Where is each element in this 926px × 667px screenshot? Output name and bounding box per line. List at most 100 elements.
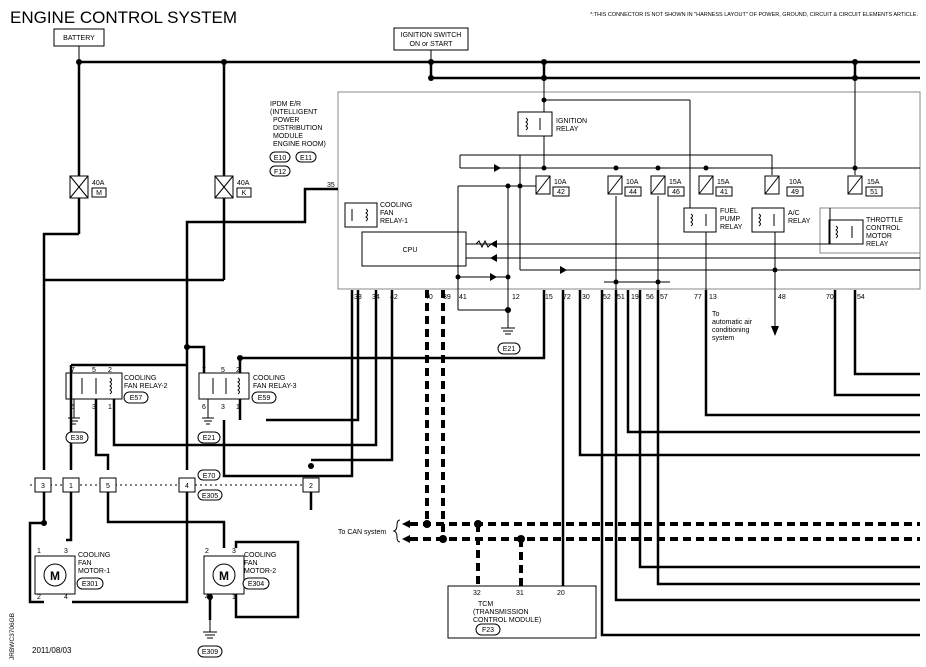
relay2-pin-3: 3 bbox=[92, 404, 96, 411]
diagram-title: ENGINE CONTROL SYSTEM bbox=[10, 8, 237, 27]
fuse-42: 10A 42 bbox=[535, 175, 570, 197]
ipdm-pin-48: 48 bbox=[778, 294, 786, 301]
relay3-pin-2: 2 bbox=[236, 367, 240, 374]
fuse-49-num: 49 bbox=[791, 189, 799, 196]
ipdm-pin-39: 39 bbox=[443, 294, 451, 301]
ground-e21-relay3: E21 bbox=[203, 435, 216, 442]
ipdm-label-1: IPDM E/R bbox=[270, 101, 301, 108]
ground-e38: E38 bbox=[71, 435, 84, 442]
ipdm-label-4: DISTRIBUTION bbox=[273, 125, 322, 132]
tcm-label-1: TCM bbox=[478, 601, 493, 608]
output-harness-lines bbox=[240, 290, 920, 637]
fuse-44-num: 44 bbox=[629, 189, 637, 196]
ipdm-pin-15: 15 bbox=[545, 294, 553, 301]
relay2-label-1: COOLING bbox=[124, 375, 156, 382]
ground-e21-ipdm: E21 bbox=[503, 346, 516, 353]
fuse-49-amp: 10A bbox=[789, 179, 802, 186]
relay3-label-2: FAN RELAY-3 bbox=[253, 383, 297, 390]
ignition-relay-label-1: IGNITION bbox=[556, 118, 587, 125]
ipdm-pin-row: 38 34 42 40 39 41 12 15 72 30 52 51 19 5… bbox=[354, 294, 865, 301]
fuse-51: 15A 51 bbox=[847, 175, 883, 197]
ignition-relay bbox=[517, 111, 553, 137]
fuse-k-amp: 40A bbox=[237, 180, 250, 187]
joint-pin-5: 5 bbox=[106, 483, 110, 490]
fuse-41-amp: 15A bbox=[717, 179, 730, 186]
joint-connector-row: 3 1 5 4 2 bbox=[34, 477, 320, 493]
fuse-44: 10A 44 bbox=[607, 175, 642, 197]
ipdm-pin-35: 35 bbox=[327, 182, 335, 189]
ipdm-pin-56: 56 bbox=[646, 294, 654, 301]
fuel-pump-relay-label-2: PUMP bbox=[720, 216, 741, 223]
motor2-pin-2: 2 bbox=[205, 548, 209, 555]
cooling-fan-relay1-label-2: FAN bbox=[380, 210, 394, 217]
fuse-k-num: K bbox=[242, 190, 247, 197]
fuse-42-amp: 10A bbox=[554, 179, 567, 186]
ipdm-pin-41: 41 bbox=[459, 294, 467, 301]
relay2-conn: E57 bbox=[130, 395, 143, 402]
battery-label: BATTERY bbox=[63, 35, 95, 42]
ipdm-conn-e10: E10 bbox=[274, 155, 287, 162]
cooling-fan-relay1-label-1: COOLING bbox=[380, 202, 412, 209]
motor1-label-3: MOTOR-1 bbox=[78, 568, 110, 575]
cooling-fan-relay-1 bbox=[344, 202, 378, 228]
motor2-symbol: M bbox=[219, 569, 229, 583]
ipdm-pin-13: 13 bbox=[709, 294, 717, 301]
relay2-pin-1: 1 bbox=[108, 404, 112, 411]
ac-note-4: system bbox=[712, 335, 734, 342]
motor1-label-1: COOLING bbox=[78, 552, 110, 559]
ignition-switch-label-2: ON or START bbox=[410, 41, 454, 48]
tcm-label-3: CONTROL MODULE) bbox=[473, 617, 541, 624]
connector-e70: E70 bbox=[203, 473, 216, 480]
ipdm-conn-f12: F12 bbox=[274, 169, 286, 176]
article-note: *:THIS CONNECTOR IS NOT SHOWN IN "HARNES… bbox=[590, 12, 918, 18]
motor1-pin-1: 1 bbox=[37, 548, 41, 555]
throttle-relay-label-4: RELAY bbox=[866, 241, 889, 248]
ipdm-er-box bbox=[337, 91, 921, 290]
throttle-relay-label-3: MOTOR bbox=[866, 233, 892, 240]
fuse-m-num: M bbox=[96, 190, 102, 197]
ipdm-pin-54: 54 bbox=[857, 294, 865, 301]
ipdm-pin-72: 72 bbox=[563, 294, 571, 301]
relay3-label-1: COOLING bbox=[253, 375, 285, 382]
throttle-control-motor-relay bbox=[828, 219, 864, 245]
tcm-pin-31: 31 bbox=[516, 590, 524, 597]
motor1-pin-3: 3 bbox=[64, 548, 68, 555]
cooling-fan-relay1-label-3: RELAY-1 bbox=[380, 218, 408, 225]
motor2-label-1: COOLING bbox=[244, 552, 276, 559]
ipdm-conn-e11: E11 bbox=[300, 155, 312, 162]
joint-pin-4: 4 bbox=[185, 483, 189, 490]
ipdm-pin-42: 42 bbox=[390, 294, 398, 301]
relay2-pin-5: 5 bbox=[92, 367, 96, 374]
ac-note-1: To bbox=[712, 311, 720, 318]
ignition-switch-label-1: IGNITION SWITCH bbox=[401, 32, 462, 39]
can-label: To CAN system bbox=[338, 529, 386, 536]
motor1-label-2: FAN bbox=[78, 560, 92, 567]
ipdm-label-2: (INTELLIGENT bbox=[270, 109, 318, 116]
fuse-49: 10A 49 bbox=[764, 175, 804, 197]
fuse-51-amp: 15A bbox=[867, 179, 880, 186]
date-stamp: 2011/08/03 bbox=[32, 646, 72, 655]
tcm-pin-32: 32 bbox=[473, 590, 481, 597]
motor2-conn: E304 bbox=[248, 581, 264, 588]
fuse-46-num: 46 bbox=[672, 189, 680, 196]
fuse-m-amp: 40A bbox=[92, 180, 105, 187]
ipdm-pin-51: 51 bbox=[617, 294, 625, 301]
relay3-conn: E59 bbox=[258, 395, 271, 402]
ac-note-3: conditioning bbox=[712, 327, 749, 334]
tcm-conn: F23 bbox=[482, 627, 494, 634]
ground-e309: E309 bbox=[202, 649, 218, 656]
ac-relay bbox=[751, 207, 785, 233]
ac-relay-label-1: A/C bbox=[788, 210, 800, 217]
motor2-pin-1: 1 bbox=[232, 594, 236, 601]
cpu-label: CPU bbox=[403, 247, 418, 254]
side-code: JRBWC3706GB bbox=[9, 613, 16, 660]
relay2-label-2: FAN RELAY-2 bbox=[124, 383, 168, 390]
ipdm-pin-57: 57 bbox=[660, 294, 668, 301]
ac-relay-label-2: RELAY bbox=[788, 218, 811, 225]
motor1-pin-2: 2 bbox=[37, 594, 41, 601]
relay2-pin-7: 7 bbox=[71, 367, 75, 374]
fuse-41: 15A 41 bbox=[698, 175, 733, 197]
relay2-pin-6: 6 bbox=[71, 404, 75, 411]
throttle-relay-label-2: CONTROL bbox=[866, 225, 900, 232]
